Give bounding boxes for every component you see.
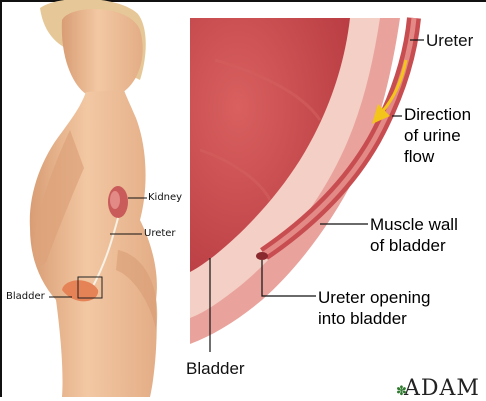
opening-label-line2: into bladder	[318, 308, 430, 329]
bladder-small-label: Bladder	[6, 291, 45, 302]
ureter-small-label: Ureter	[144, 228, 176, 239]
adam-logo: ADAM	[404, 376, 480, 401]
muscle-wall-label: Muscle wall of bladder	[370, 214, 458, 256]
direction-label-line1: Direction	[404, 104, 471, 125]
kidney-organ	[108, 186, 128, 218]
opening-label-line1: Ureter opening	[318, 287, 430, 308]
direction-label: Direction of urine flow	[404, 104, 471, 167]
child-head	[62, 9, 143, 98]
bladder-label: Bladder	[186, 358, 245, 379]
direction-label-line2: of urine	[404, 125, 471, 146]
kidney-label: Kidney	[148, 192, 182, 203]
muscle-label-line1: Muscle wall	[370, 214, 458, 235]
ureter-opening	[256, 252, 268, 260]
direction-label-line3: flow	[404, 146, 471, 167]
ureter-label: Ureter	[426, 30, 473, 51]
muscle-label-line2: of bladder	[370, 235, 458, 256]
ureter-opening-label: Ureter opening into bladder	[318, 287, 430, 329]
